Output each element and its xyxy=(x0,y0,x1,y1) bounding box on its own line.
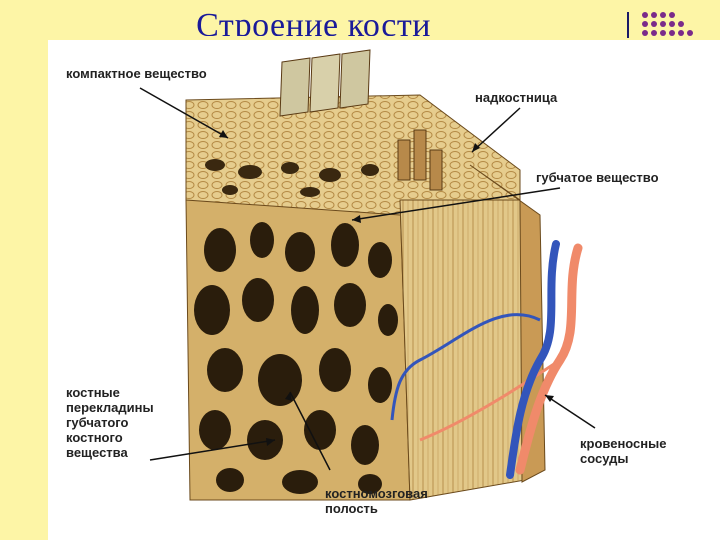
label-blood-vessels: кровеносные сосуды xyxy=(580,436,667,466)
vein-vessel xyxy=(506,240,560,479)
pointer-arrowheads xyxy=(219,130,554,446)
label-spongy-substance: губчатое вещество xyxy=(536,170,659,185)
artery-branch xyxy=(419,358,561,442)
pointer-arrows xyxy=(139,87,596,471)
slide-title: Строение кости xyxy=(196,7,431,36)
label-compact-substance: компактное вещество xyxy=(66,66,207,81)
trabeculae-cavities xyxy=(194,222,398,494)
artery-vessel xyxy=(515,243,583,475)
osteon-cylinders xyxy=(397,129,443,191)
compact-bone-layer xyxy=(185,94,521,216)
compact-small-cavities xyxy=(205,159,379,197)
decorative-dots-icon xyxy=(638,10,708,40)
title-divider xyxy=(627,12,629,38)
longitudinal-section xyxy=(399,199,526,501)
label-marrow-cavity: костномозговая полость xyxy=(325,486,428,516)
label-periosteum: надкостница xyxy=(475,90,558,105)
label-bone-trabeculae: костные перекладины губчатого костного в… xyxy=(66,385,154,460)
vein-branch xyxy=(390,313,541,421)
lamellae-plates xyxy=(279,49,371,117)
